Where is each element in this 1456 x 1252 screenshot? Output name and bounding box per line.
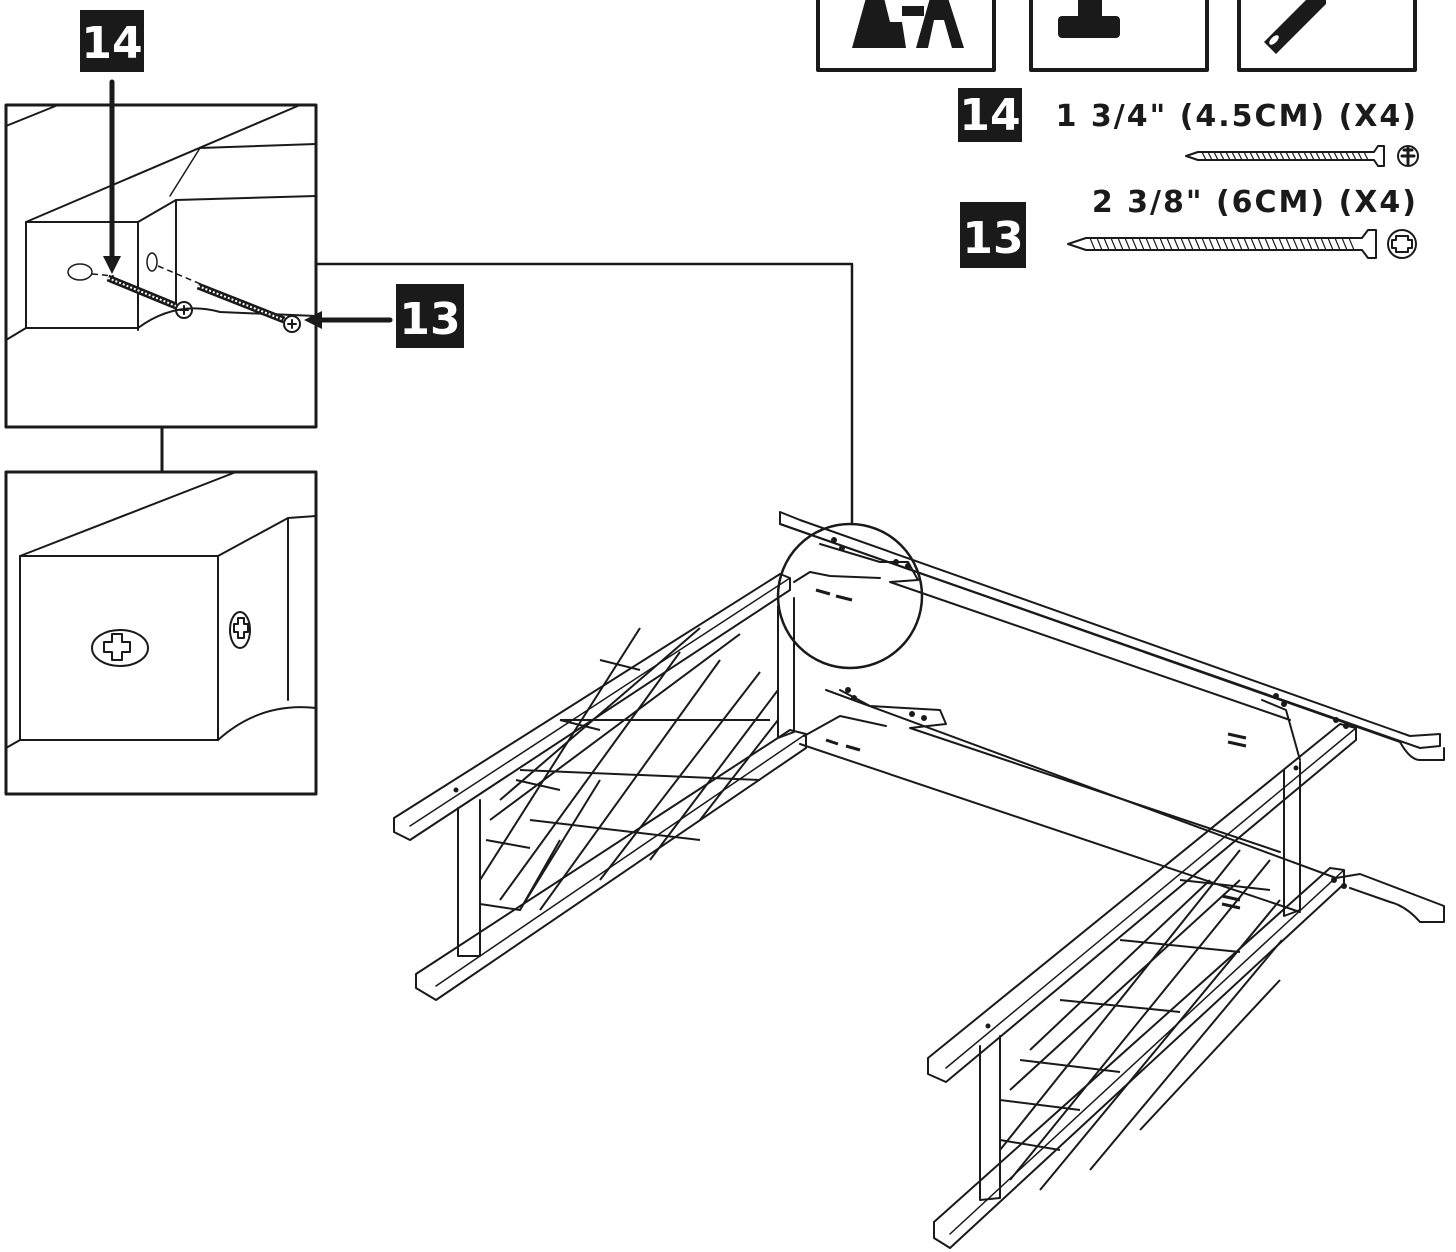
short-screw-icon bbox=[1185, 145, 1419, 167]
tool-icons bbox=[816, 0, 1417, 72]
hardware-tag: 13 bbox=[962, 213, 1023, 264]
screw-14-detail bbox=[106, 274, 193, 319]
frame-screws bbox=[815, 588, 1247, 910]
svg-text:14: 14 bbox=[81, 18, 142, 69]
hardware-spec: 2 3/8" (6CM) (X4) bbox=[1092, 185, 1418, 220]
detail-panel-before bbox=[4, 103, 318, 429]
hardware-tag-badge bbox=[958, 88, 1022, 142]
detail-panel-after bbox=[4, 470, 318, 796]
callout-tag-14: 14 bbox=[80, 10, 144, 274]
hardware-tag-badge bbox=[960, 202, 1026, 268]
two-person-assembly-icon bbox=[816, 0, 996, 72]
zoom-circle bbox=[776, 522, 924, 670]
screwdriver-icon bbox=[1237, 0, 1417, 72]
bed-frame-assembly bbox=[393, 511, 1445, 1249]
hardware-tag: 14 bbox=[959, 90, 1020, 141]
callout-tag-13: 13 bbox=[304, 284, 464, 348]
hardware-item-13: 13 2 3/8" (6CM) (X4) bbox=[960, 185, 1418, 268]
frame-holes bbox=[453, 537, 1349, 1029]
svg-text:13: 13 bbox=[399, 294, 460, 345]
hardware-spec: 1 3/4" (4.5CM) (X4) bbox=[1056, 99, 1418, 134]
screw-13-detail bbox=[196, 282, 301, 333]
hardware-item-14: 14 1 3/4" (4.5CM) (X4) bbox=[958, 88, 1419, 167]
long-screw-icon bbox=[1067, 229, 1417, 259]
hardware-list: 14 1 3/4" (4.5CM) (X4) 13 2 3/8" (6CM) (… bbox=[958, 88, 1419, 268]
drill-icon bbox=[1029, 0, 1209, 72]
